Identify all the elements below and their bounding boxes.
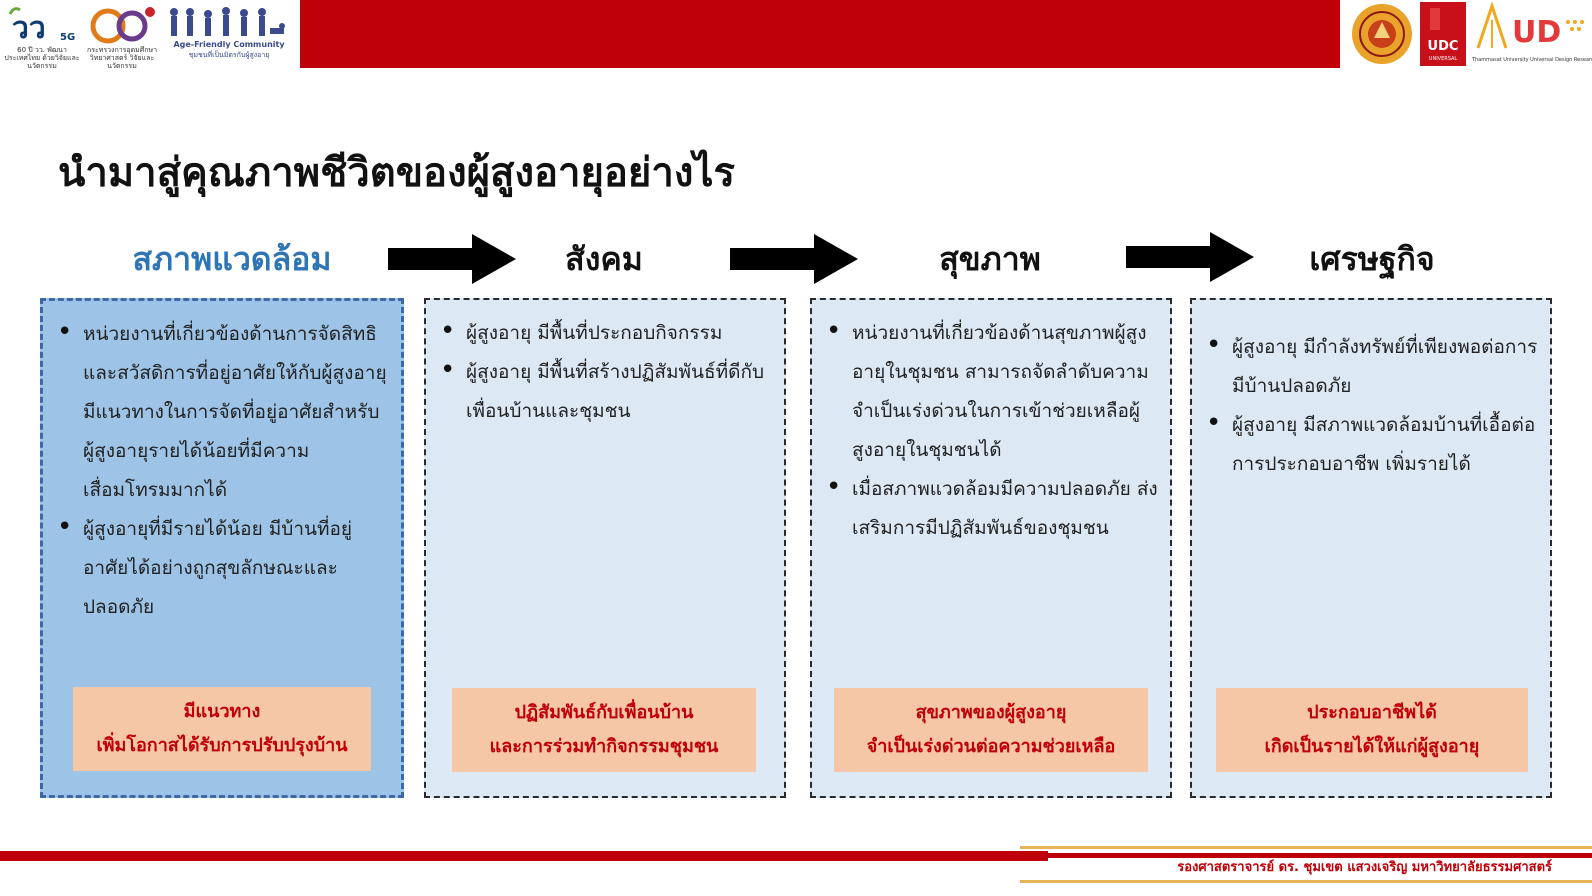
tu-udr-logo: UD Thammasat University Universal Design… (1472, 1, 1592, 66)
heading-environment: สภาพแวดล้อม (132, 240, 332, 278)
tu-seal-icon (1352, 4, 1412, 64)
economy-box: ผู้สูงอายุ มีกำลังทรัพย์ที่เพียงพอต่อการ… (1190, 298, 1552, 798)
list-item: เมื่อสภาพแวดล้อมมีความปลอดภัย ส่งเสริมกา… (826, 468, 1158, 548)
environment-box: หน่วยงานที่เกี่ยวข้องด้านการจัดสิทธิและส… (40, 298, 404, 798)
left-logo-strip: วว 5G 60 ปี วว. พัฒนาประเทศไทย ด้วยวิจัย… (0, 0, 300, 70)
header-bar: วว 5G 60 ปี วว. พัฒนาประเทศไทย ด้วยวิจัย… (0, 0, 1592, 70)
society-bullets: ผู้สูงอายุ มีพื้นที่ประกอบกิจกรรม ผู้สูง… (426, 300, 784, 431)
list-item: หน่วยงานที่เกี่ยวข้องด้านการจัดสิทธิและส… (57, 313, 389, 510)
60-years-ministry-logo: กระทรวงการอุดมศึกษา วิทยาศาสตร์ วิจัยและ… (86, 4, 158, 70)
udc-logo: UDC UNIVERSAL (1420, 2, 1466, 66)
svg-text:UD: UD (1512, 15, 1561, 50)
outcome-line: มีแนวทาง (183, 701, 261, 722)
right-logo-strip: UDC UNIVERSAL UD Thammasat University Un… (1340, 0, 1592, 68)
arrow-right-icon (1126, 232, 1254, 282)
outcome-line: เพิ่มโอกาสได้รับการปรับปรุงบ้าน (96, 735, 348, 756)
footer-author: รองศาสตราจารย์ ดร. ชุมเขต แสวงเจริญ มหาว… (1177, 860, 1552, 875)
outcome-line: ปฏิสัมพันธ์กับเพื่อนบ้าน (514, 702, 694, 723)
heading-economy: เศรษฐกิจ (1309, 240, 1435, 278)
footer-gold-line (1020, 846, 1592, 849)
society-outcome: ปฏิสัมพันธ์กับเพื่อนบ้าน และการร่วมทำกิจ… (452, 688, 756, 772)
outcome-line: จำเป็นเร่งด่วนต่อความช่วยเหลือ (866, 736, 1116, 757)
health-bullets: หน่วยงานที่เกี่ยวข้องด้านสุขภาพผู้สูงอาย… (812, 300, 1170, 548)
footer-gold-line (1020, 880, 1592, 883)
vor-sub-text: 5G (60, 32, 75, 43)
thammasat-university-seal (1350, 2, 1414, 66)
svg-text:วว: วว (12, 11, 46, 44)
outcome-line: เกิดเป็นรายได้ให้แก่ผู้สูงอายุ (1264, 736, 1480, 757)
udr-mark-icon: UD (1476, 1, 1584, 50)
heading-health: สุขภาพ (939, 240, 1041, 278)
list-item: ผู้สูงอายุ มีสภาพแวดล้อมบ้านที่เอื้อต่อก… (1206, 404, 1538, 484)
footer-red-bar (0, 851, 1048, 861)
age-friendly-community-logo: Age-Friendly Community ชุมชนที่เป็นมิตรก… (164, 6, 294, 64)
sixty-mark-icon (90, 7, 155, 44)
health-box: หน่วยงานที่เกี่ยวข้องด้านสุขภาพผู้สูงอาย… (810, 298, 1172, 798)
vor-mark-icon: วว 5G (8, 7, 75, 46)
header-red-band (300, 0, 1340, 68)
udr-caption: Thammasat University Universal Design Re… (1472, 57, 1592, 63)
outcome-line: สุขภาพของผู้สูงอายุ (915, 702, 1067, 723)
svg-text:UDC: UDC (1428, 39, 1459, 54)
udc-mark-icon: UDC UNIVERSAL (1420, 2, 1466, 66)
list-item: ผู้สูงอายุที่มีรายได้น้อย มีบ้านที่อยู่อ… (57, 508, 389, 627)
environment-bullets: หน่วยงานที่เกี่ยวข้องด้านการจัดสิทธิและส… (43, 301, 401, 627)
economy-bullets: ผู้สูงอายุ มีกำลังทรัพย์ที่เพียงพอต่อการ… (1192, 300, 1550, 484)
vor-60-5g-logo: วว 5G 60 ปี วว. พัฒนาประเทศไทย ด้วยวิจัย… (4, 4, 80, 70)
health-outcome: สุขภาพของผู้สูงอายุ จำเป็นเร่งด่วนต่อควา… (834, 688, 1148, 772)
vor-logo-caption: 60 ปี วว. พัฒนาประเทศไทย ด้วยวิจัยและนวั… (4, 46, 80, 70)
environment-outcome: มีแนวทาง เพิ่มโอกาสได้รับการปรับปรุงบ้าน (73, 687, 371, 771)
list-item: หน่วยงานที่เกี่ยวข้องด้านสุขภาพผู้สูงอาย… (826, 312, 1158, 470)
page-title: นำมาสู่คุณภาพชีวิตของผู้สูงอายุอย่างไร (58, 150, 735, 196)
list-item: ผู้สูงอายุ มีพื้นที่สร้างปฏิสัมพันธ์ที่ด… (440, 351, 772, 431)
community-people-icon (170, 7, 285, 36)
arrow-right-icon (388, 234, 516, 284)
arrow-right-icon (730, 234, 858, 284)
society-box: ผู้สูงอายุ มีพื้นที่ประกอบกิจกรรม ผู้สูง… (424, 298, 786, 798)
age-friendly-caption: ชุมชนที่เป็นมิตรกับผู้สูงอายุ (188, 51, 270, 59)
age-friendly-title: Age-Friendly Community (173, 40, 285, 49)
list-item: ผู้สูงอายุ มีกำลังทรัพย์ที่เพียงพอต่อการ… (1206, 326, 1538, 406)
heading-society: สังคม (565, 240, 643, 278)
outcome-line: และการร่วมทำกิจกรรมชุมชน (489, 736, 719, 757)
economy-outcome: ประกอบอาชีพได้ เกิดเป็นรายได้ให้แก่ผู้สู… (1216, 688, 1528, 772)
footer-red-line (1048, 853, 1592, 858)
svg-text:UNIVERSAL: UNIVERSAL (1429, 56, 1458, 62)
ministry-logo-caption: กระทรวงการอุดมศึกษา วิทยาศาสตร์ วิจัยและ… (87, 46, 157, 70)
list-item: ผู้สูงอายุ มีพื้นที่ประกอบกิจกรรม (440, 312, 772, 353)
outcome-line: ประกอบอาชีพได้ (1307, 702, 1437, 723)
